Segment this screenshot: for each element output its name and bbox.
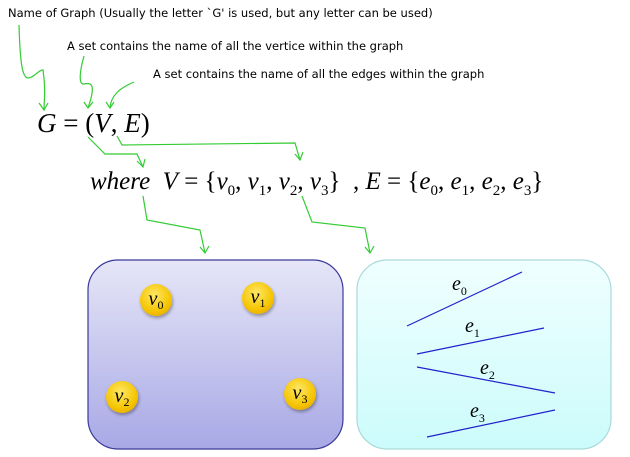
- arrow: [87, 136, 144, 168]
- edge-e2: [416, 366, 556, 394]
- arrow: [301, 195, 371, 254]
- arrow: [116, 135, 301, 161]
- edge-set-box: [356, 259, 612, 450]
- arrow: [18, 24, 46, 111]
- edge-set-note: A set contains the name of all the edges…: [153, 67, 485, 81]
- arrow: [109, 81, 135, 109]
- edge-label-e2: e2: [480, 357, 495, 382]
- graph-name-note: Name of Graph (Usually the letter `G' is…: [8, 6, 433, 20]
- edge-label-e1: e1: [465, 315, 480, 340]
- vertex-set-box: [87, 259, 344, 450]
- graph-definition: G = (V, E): [37, 108, 150, 138]
- edge-e3: [426, 409, 556, 438]
- set-definitions: where V = {v0, v1, v2, v3} , E = {e0, e1…: [90, 168, 544, 199]
- vertex-v1: v1: [242, 282, 274, 314]
- edge-e0: [406, 271, 523, 327]
- arrow: [142, 195, 206, 254]
- edge-e1: [416, 327, 545, 355]
- arrow: [79, 55, 93, 109]
- vertex-v0: v0: [140, 284, 172, 316]
- vertex-set-note: A set contains the name of all the verti…: [67, 39, 404, 53]
- edge-label-e0: e0: [452, 273, 467, 298]
- vertex-v3: v3: [284, 378, 316, 410]
- vertex-v2: v2: [106, 381, 138, 413]
- edge-label-e3: e3: [470, 400, 485, 425]
